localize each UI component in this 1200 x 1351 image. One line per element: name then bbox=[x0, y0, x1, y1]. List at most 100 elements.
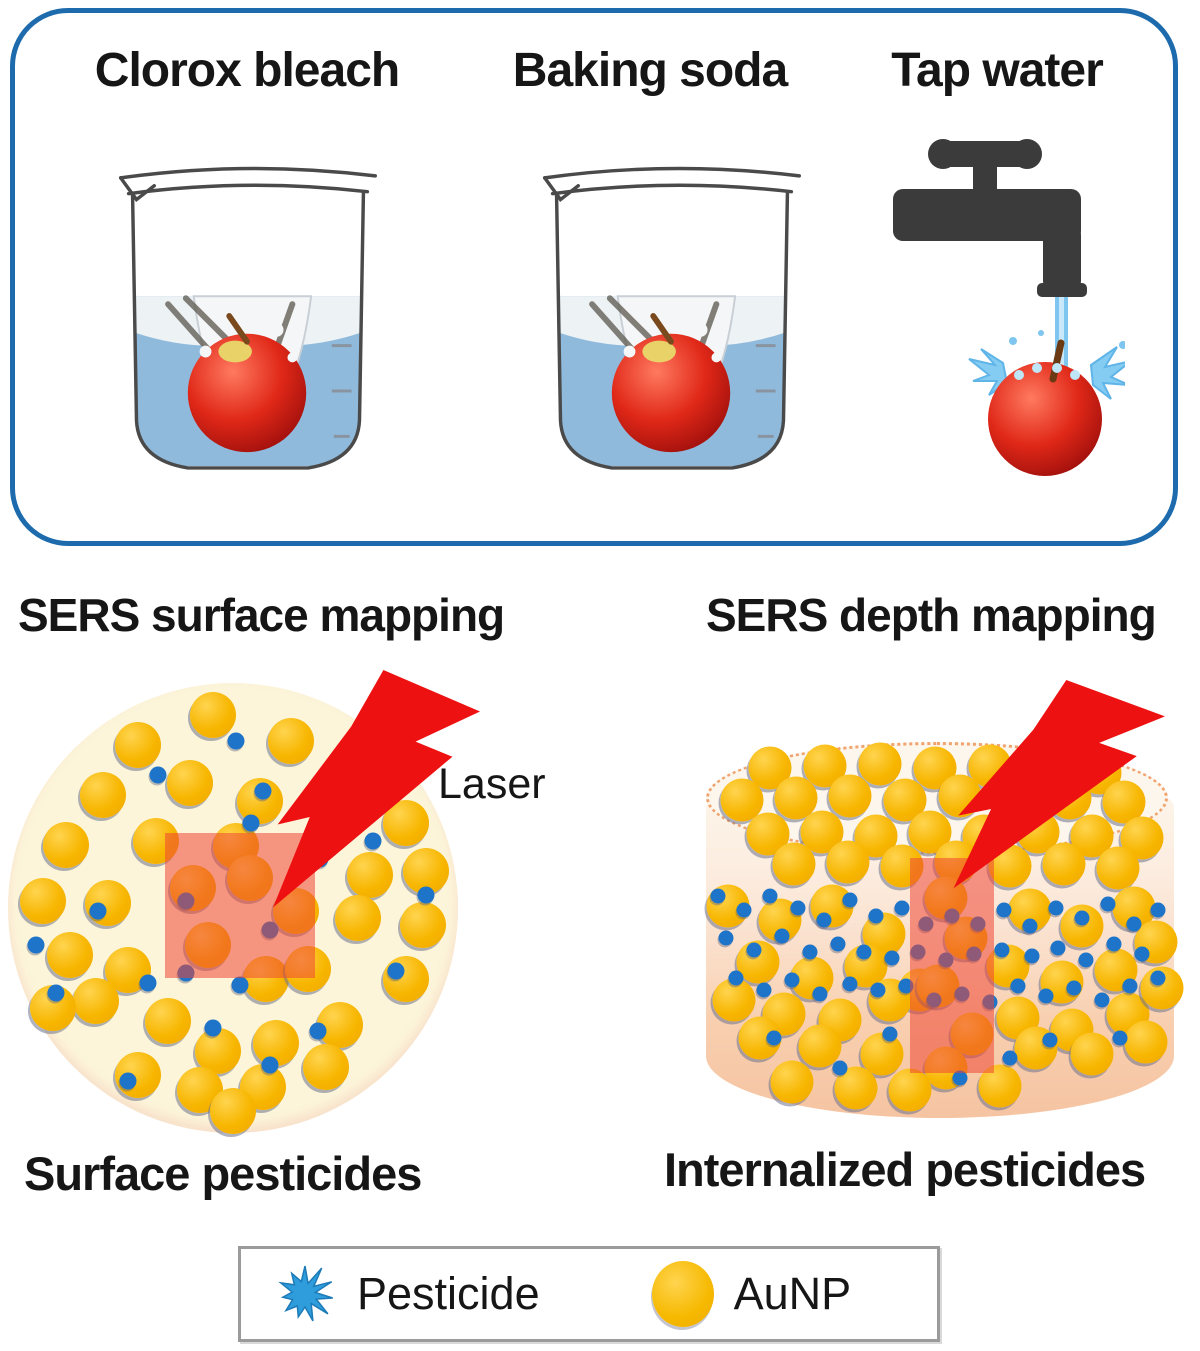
aunp-particle bbox=[712, 978, 756, 1022]
depth-mapping-title: SERS depth mapping bbox=[706, 589, 1157, 641]
aunp-particle bbox=[80, 772, 126, 818]
aunp-particle bbox=[190, 692, 236, 738]
pesticide-dot bbox=[870, 982, 886, 998]
pesticide-dot bbox=[387, 962, 405, 980]
pesticide-dot bbox=[718, 930, 734, 946]
pesticide-dot bbox=[812, 986, 828, 1002]
pesticide-dot bbox=[1112, 1030, 1128, 1046]
aunp-particle bbox=[1042, 842, 1086, 886]
pesticide-dot bbox=[242, 814, 260, 832]
pesticide-dot bbox=[1010, 978, 1026, 994]
pesticide-dot bbox=[868, 908, 884, 924]
method-title-tap-water: Tap water bbox=[891, 44, 1103, 97]
aunp-particle bbox=[860, 1032, 904, 1076]
pesticide-dot bbox=[364, 832, 382, 850]
pesticide-dot bbox=[231, 976, 249, 994]
pesticide-dot bbox=[882, 1026, 898, 1042]
faucet-apple-illustration bbox=[893, 139, 1125, 476]
aunp-particle bbox=[195, 1028, 241, 1074]
pesticide-dot bbox=[1134, 946, 1150, 962]
pesticide-dot bbox=[1106, 936, 1122, 952]
pesticide-dot bbox=[766, 1030, 782, 1046]
pesticide-dot bbox=[27, 936, 45, 954]
laser-depth-column bbox=[910, 858, 994, 1073]
aunp-particle bbox=[268, 718, 314, 764]
pesticide-dot bbox=[47, 984, 65, 1002]
pesticide-dot bbox=[762, 888, 778, 904]
pesticide-dot bbox=[856, 944, 872, 960]
pesticide-dot bbox=[774, 928, 790, 944]
pesticide-dot bbox=[89, 902, 107, 920]
pesticide-dot bbox=[261, 1056, 279, 1074]
aunp-particle bbox=[400, 902, 446, 948]
aunp-particle bbox=[888, 1068, 932, 1112]
pesticide-dot bbox=[1050, 940, 1066, 956]
pesticide-dot bbox=[1078, 952, 1094, 968]
aunp-particle bbox=[347, 852, 393, 898]
pesticide-dot bbox=[802, 944, 818, 960]
pesticide-star-icon bbox=[278, 1265, 333, 1322]
pesticide-dot bbox=[884, 950, 900, 966]
aunp-circle-icon bbox=[651, 1261, 714, 1327]
pesticide-dot bbox=[790, 900, 806, 916]
aunp-particle bbox=[47, 932, 93, 978]
aunp-particle bbox=[858, 742, 902, 786]
pesticide-dot bbox=[746, 942, 762, 958]
laser-label: Laser bbox=[438, 760, 546, 808]
surface-pesticides-caption: Surface pesticides bbox=[24, 1147, 422, 1200]
beaker-apple-clorox-illustration bbox=[99, 147, 395, 485]
pesticide-dot bbox=[842, 892, 858, 908]
aunp-particle bbox=[167, 760, 213, 806]
pesticide-dot bbox=[1150, 970, 1166, 986]
method-title-baking-soda: Baking soda bbox=[512, 44, 788, 97]
water-splash bbox=[968, 330, 1125, 400]
aunp-particle bbox=[1124, 1020, 1168, 1064]
apple bbox=[988, 339, 1102, 476]
pesticide-dot bbox=[1048, 900, 1064, 916]
pesticide-dot bbox=[728, 970, 744, 986]
legend-aunp-label: AuNP bbox=[733, 1268, 852, 1319]
legend-box: Pesticide AuNP bbox=[238, 1246, 940, 1342]
pesticide-dot bbox=[149, 766, 167, 784]
beaker-apple-baking-soda-illustration bbox=[523, 147, 819, 485]
pesticide-dot bbox=[1002, 1050, 1018, 1066]
aunp-particle bbox=[115, 722, 161, 768]
pesticide-dot bbox=[1150, 902, 1166, 918]
legend-pesticide-label: Pesticide bbox=[357, 1268, 540, 1319]
pesticide-dot bbox=[119, 1072, 137, 1090]
aunp-particle bbox=[145, 998, 191, 1044]
laser-bolt-icon-depth bbox=[953, 680, 1165, 889]
aunp-particle bbox=[43, 822, 89, 868]
aunp-particle bbox=[85, 880, 131, 926]
pesticide-dot bbox=[139, 974, 157, 992]
aunp-particle bbox=[1070, 1032, 1114, 1076]
aunp-particle bbox=[1096, 846, 1140, 890]
surface-mapping-title: SERS surface mapping bbox=[18, 589, 505, 641]
pesticide-dot bbox=[996, 902, 1012, 918]
pesticide-dot bbox=[227, 732, 245, 750]
aunp-particle bbox=[774, 776, 818, 820]
pesticide-dot bbox=[1022, 918, 1038, 934]
aunp-particle bbox=[73, 978, 119, 1024]
aunp-particle bbox=[720, 778, 764, 822]
aunp-particle bbox=[1102, 780, 1146, 824]
pesticide-dot bbox=[952, 1070, 968, 1086]
aunp-particle bbox=[383, 956, 429, 1002]
aunp-particle bbox=[335, 895, 381, 941]
pesticide-dot bbox=[1122, 978, 1138, 994]
pesticide-dot bbox=[1074, 910, 1090, 926]
pesticide-dot bbox=[842, 976, 858, 992]
aunp-particle bbox=[828, 774, 872, 818]
aunp-particle bbox=[772, 842, 816, 886]
pesticide-dot bbox=[1066, 980, 1082, 996]
aunp-particle bbox=[210, 1088, 256, 1134]
laser-mapping-square bbox=[165, 833, 315, 978]
pesticide-dot bbox=[417, 886, 435, 904]
pesticide-dot bbox=[1094, 992, 1110, 1008]
pesticide-dot bbox=[898, 978, 914, 994]
internalized-pesticides-caption: Internalized pesticides bbox=[664, 1143, 1146, 1196]
aunp-particle bbox=[798, 1024, 842, 1068]
pesticide-dot bbox=[816, 912, 832, 928]
pesticide-dot bbox=[254, 782, 272, 800]
